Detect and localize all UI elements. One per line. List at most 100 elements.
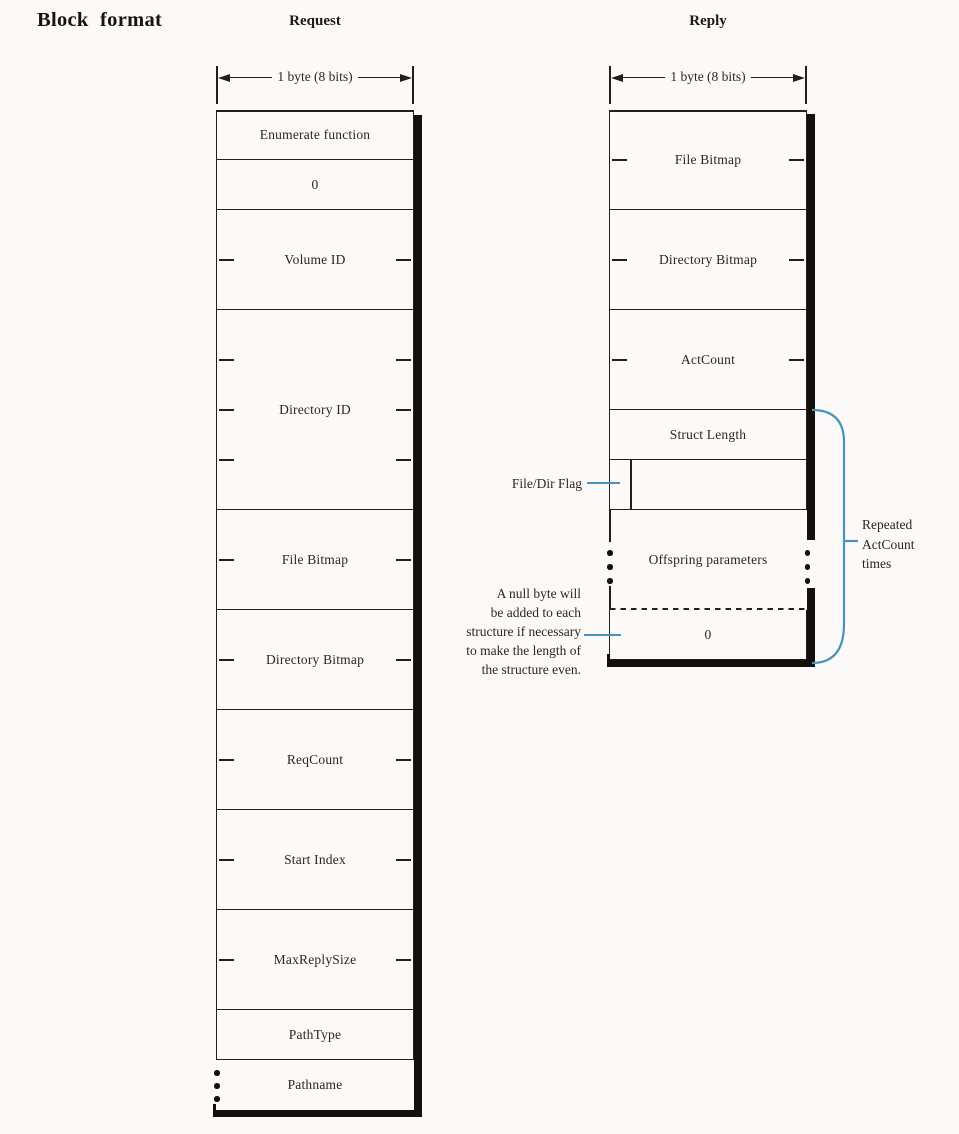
drop-shadow-left-nub	[213, 1104, 216, 1110]
byte-boundary-tick-right	[395, 459, 412, 461]
field-label: File Bitmap	[674, 151, 742, 167]
reply-column-header: Reply	[689, 13, 727, 29]
variable-length-dots-left	[607, 578, 613, 584]
field-label: Directory ID	[279, 401, 351, 417]
request-row-file-bitmap: File Bitmap	[216, 510, 414, 610]
request-row-pathname: Pathname	[214, 1060, 420, 1110]
null-byte-note: A null byte will be added to each struct…	[466, 586, 581, 677]
repeat-bracket	[811, 408, 858, 665]
byte-boundary-tick-right	[395, 409, 412, 411]
arrow-line	[357, 76, 400, 79]
variable-length-dots-left	[214, 1096, 220, 1102]
field-label: Directory Bitmap	[265, 651, 365, 667]
byte-boundary-tick-right	[395, 859, 412, 861]
byte-width-right-bar	[805, 66, 807, 104]
field-label: File Bitmap	[281, 551, 349, 567]
byte-boundary-tick-left	[218, 359, 235, 361]
field-label: ActCount	[680, 351, 736, 367]
field-label: Pathname	[287, 1077, 343, 1092]
arrowhead-left-icon	[611, 73, 623, 82]
byte-boundary-tick-right	[395, 259, 412, 261]
byte-boundary-tick-left	[218, 759, 235, 761]
variable-length-dots-right	[804, 578, 810, 584]
byte-boundary-tick-left	[218, 959, 235, 961]
request-row-reqcount: ReqCount	[216, 710, 414, 810]
drop-shadow-bottom-bar	[213, 1110, 422, 1117]
field-label: Enumerate function	[259, 126, 371, 142]
field-label: Directory Bitmap	[658, 251, 758, 267]
byte-boundary-tick-right	[395, 759, 412, 761]
byte-boundary-tick-right	[788, 159, 805, 161]
byte-boundary-tick-right	[395, 559, 412, 561]
byte-boundary-tick-left	[218, 409, 235, 411]
field-label: 0	[704, 626, 712, 642]
variable-length-dots-left	[607, 550, 613, 556]
arrow-line	[623, 76, 666, 79]
request-row-pathtype: PathType	[216, 1010, 414, 1060]
file-dir-flag-leader-line	[587, 482, 620, 485]
field-label: PathType	[288, 1026, 342, 1042]
request-row-start-index: Start Index	[216, 810, 414, 910]
request-column-header: Request	[289, 13, 341, 29]
reply-row-file-bitmap: File Bitmap	[609, 110, 807, 210]
field-label: MaxReplySize	[273, 951, 357, 967]
block-top-border	[216, 110, 414, 112]
figure-title: Block format	[37, 9, 163, 31]
byte-boundary-tick-right	[395, 359, 412, 361]
drop-shadow-right-bar	[807, 114, 815, 540]
variable-length-dots-left	[214, 1070, 220, 1076]
byte-boundary-tick-left	[218, 559, 235, 561]
field-label: ReqCount	[286, 751, 344, 767]
arrowhead-right-icon	[793, 73, 805, 82]
reply-row-actcount: ActCount	[609, 310, 807, 410]
byte-width-left-bar	[216, 66, 218, 104]
variable-length-dots-left	[607, 564, 613, 570]
repeat-actcount-label: Repeated ActCount times	[862, 517, 915, 571]
byte-boundary-tick-right	[395, 959, 412, 961]
byte-width-left-bar	[609, 66, 611, 104]
request-row-0: 0	[216, 160, 414, 210]
field-label: Start Index	[284, 851, 346, 867]
byte-boundary-tick-right	[395, 659, 412, 661]
byte-width-arrow: 1 byte (8 bits)	[218, 69, 412, 86]
reply-row-0: 0	[609, 610, 807, 660]
field-label: Struct Length	[669, 426, 747, 442]
byte-width-indicator: 1 byte (8 bits)	[216, 66, 414, 104]
request-row-directory-bitmap: Directory Bitmap	[216, 610, 414, 710]
arrow-line	[750, 76, 793, 79]
drop-shadow-bottom-bar	[607, 660, 815, 667]
byte-boundary-tick-left	[218, 859, 235, 861]
field-label: Volume ID	[284, 251, 346, 267]
dashed-null-pad-divider	[610, 608, 806, 610]
null-byte-leader-line	[584, 634, 621, 637]
variable-length-dots-left	[214, 1083, 220, 1089]
byte-boundary-tick-left	[218, 259, 235, 261]
field-label: Offspring parameters	[648, 552, 768, 567]
byte-width-indicator: 1 byte (8 bits)	[609, 66, 807, 104]
byte-width-right-bar	[412, 66, 414, 104]
request-row-maxreplysize: MaxReplySize	[216, 910, 414, 1010]
variable-length-dots-right	[804, 550, 810, 556]
byte-boundary-tick-left	[611, 159, 628, 161]
reply-row-offspring-parameters: Offspring parameters	[607, 510, 807, 610]
drop-shadow-right-bar	[807, 588, 815, 667]
variable-length-dots-right	[804, 564, 810, 570]
request-row-directory-id: Directory ID	[216, 310, 414, 510]
reply-row-blank	[609, 460, 807, 510]
byte-boundary-tick-left	[611, 359, 628, 361]
left-border-segment	[609, 586, 611, 610]
reply-row-directory-bitmap: Directory Bitmap	[609, 210, 807, 310]
left-border-segment	[609, 510, 611, 542]
file-dir-flag-label: File/Dir Flag	[511, 476, 582, 491]
request-row-enumerate-function: Enumerate function	[216, 110, 414, 160]
byte-boundary-tick-right	[788, 359, 805, 361]
arrow-line	[230, 76, 273, 79]
byte-boundary-tick-left	[218, 659, 235, 661]
byte-width-label: 1 byte (8 bits)	[670, 68, 746, 84]
field-label: 0	[311, 176, 319, 192]
flag-cell-divider	[630, 460, 632, 509]
arrowhead-left-icon	[218, 73, 230, 82]
